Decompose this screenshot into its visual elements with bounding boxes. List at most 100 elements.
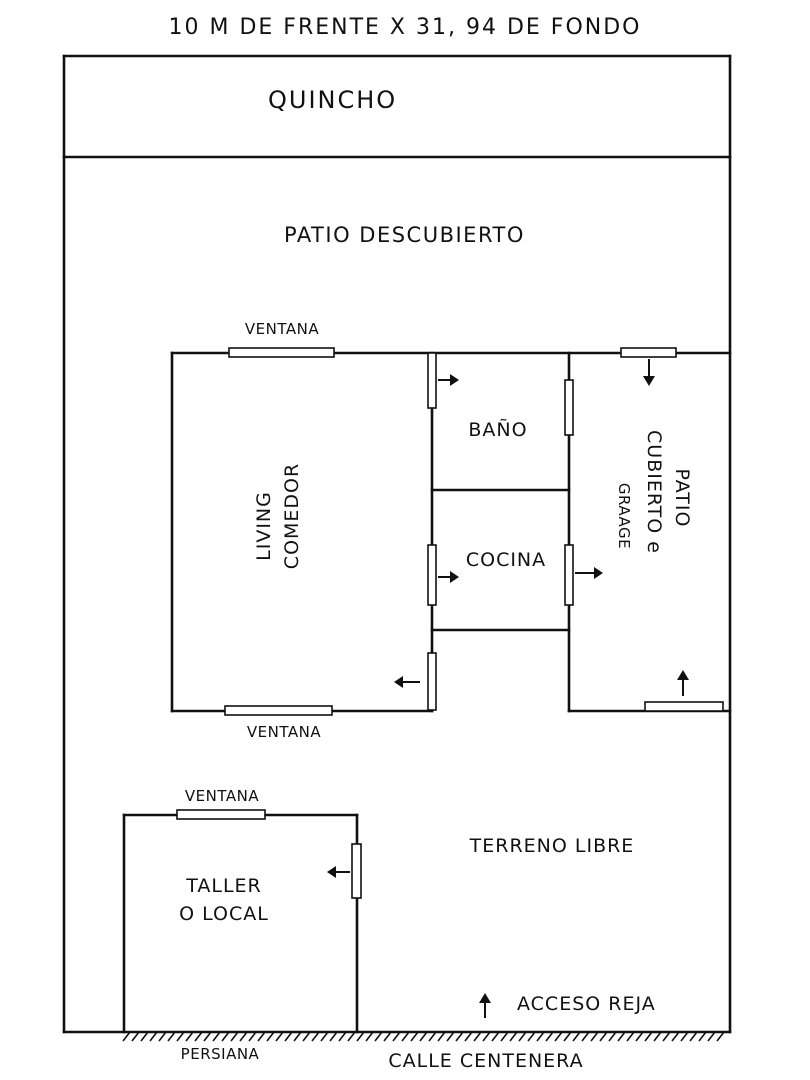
plan-title: 10 M DE FRENTE X 31, 94 DE FONDO	[169, 15, 642, 40]
hatch-mark	[383, 1031, 392, 1042]
hatch-mark	[131, 1031, 140, 1042]
hatch-mark	[590, 1031, 599, 1042]
hatch-mark	[473, 1031, 482, 1042]
ventana-living-top-label: VENTANA	[245, 320, 319, 338]
hatch-mark	[347, 1031, 356, 1042]
hatch-mark	[338, 1031, 347, 1042]
window-patio-bottom	[644, 701, 724, 712]
room-taller-line2: O LOCAL	[179, 903, 269, 925]
window-living-bottom	[224, 705, 333, 716]
hatch-mark	[311, 1031, 320, 1042]
ventana-living-bottom-label: VENTANA	[247, 723, 321, 741]
hatch-mark	[617, 1031, 626, 1042]
hatch-mark	[419, 1031, 428, 1042]
room-quincho-label: QUINCHO	[268, 86, 397, 114]
hatch-mark	[635, 1031, 644, 1042]
hatch-mark	[455, 1031, 464, 1042]
hatch-mark	[581, 1031, 590, 1042]
hatch-mark	[284, 1031, 293, 1042]
room-patio-cubierto-line2: CUBIERTO e	[643, 430, 665, 554]
room-patio-cubierto-line3: GRAAGE	[615, 483, 633, 549]
hatch-mark	[554, 1031, 563, 1042]
hatch-mark	[653, 1031, 662, 1042]
arrow-down-icon	[643, 359, 655, 386]
hatch-mark	[230, 1031, 239, 1042]
ventana-taller-label: VENTANA	[185, 787, 259, 805]
hatch-mark	[446, 1031, 455, 1042]
arrow-left-icon	[394, 676, 420, 688]
window-living-top	[228, 347, 335, 358]
hatch-mark	[293, 1031, 302, 1042]
hatch-mark	[500, 1031, 509, 1042]
hatch-mark	[212, 1031, 221, 1042]
door-cocina-left	[427, 544, 437, 606]
window-patio-top	[620, 347, 677, 358]
room-comedor-label: COMEDOR	[281, 463, 303, 569]
hatch-mark	[689, 1031, 698, 1042]
door-cocina-right	[564, 544, 574, 606]
room-taller-line1: TALLER	[185, 875, 262, 897]
hatch-mark	[671, 1031, 680, 1042]
hatch-mark	[707, 1031, 716, 1042]
hatch-mark	[716, 1031, 725, 1042]
lot-outline	[62, 54, 732, 1034]
street-name-label: CALLE CENTENERA	[388, 1050, 583, 1072]
hatch-mark	[563, 1031, 572, 1042]
hatch-mark	[140, 1031, 149, 1042]
hatch-mark	[437, 1031, 446, 1042]
hatch-mark	[185, 1031, 194, 1042]
hatch-mark	[401, 1031, 410, 1042]
hatch-mark	[572, 1031, 581, 1042]
arrow-right-icon	[438, 571, 459, 583]
hatch-mark	[248, 1031, 257, 1042]
hatch-mark	[545, 1031, 554, 1042]
room-patio-descubierto-label: PATIO DESCUBIERTO	[284, 223, 525, 247]
hatch-mark	[266, 1031, 275, 1042]
hatch-mark	[320, 1031, 329, 1042]
room-patio-cubierto-line1: PATIO	[671, 469, 693, 528]
hatch-mark	[392, 1031, 401, 1042]
hatch-mark	[203, 1031, 212, 1042]
hatch-mark	[302, 1031, 311, 1042]
hatch-mark	[527, 1031, 536, 1042]
room-terreno-libre-label: TERRENO LIBRE	[469, 835, 635, 857]
hatch-mark	[365, 1031, 374, 1042]
hatch-mark	[122, 1031, 131, 1042]
hatch-mark	[491, 1031, 500, 1042]
room-living-label: LIVING	[253, 491, 275, 561]
hatch-mark	[239, 1031, 248, 1042]
hatch-mark	[275, 1031, 284, 1042]
arrow-right-icon	[438, 374, 459, 386]
hatch-mark	[698, 1031, 707, 1042]
hatch-mark	[374, 1031, 383, 1042]
room-bano-label: BAÑO	[468, 418, 527, 441]
arrow-up-icon	[677, 670, 689, 696]
hatch-mark	[680, 1031, 689, 1042]
hatch-mark	[257, 1031, 266, 1042]
hatch-mark	[356, 1031, 365, 1042]
acceso-reja-label: ACCESO REJA	[517, 993, 656, 1015]
hatch-mark	[410, 1031, 419, 1042]
room-cocina-label: COCINA	[466, 549, 546, 571]
window-taller	[176, 809, 266, 820]
hatch-mark	[158, 1031, 167, 1042]
hatch-mark	[221, 1031, 230, 1042]
hatch-mark	[329, 1031, 338, 1042]
hatch-mark	[662, 1031, 671, 1042]
door-bano-cocina-side	[564, 379, 574, 436]
hatch-mark	[167, 1031, 176, 1042]
door-taller	[351, 843, 362, 899]
hatch-mark	[536, 1031, 545, 1042]
hatch-mark	[176, 1031, 185, 1042]
hatch-mark	[149, 1031, 158, 1042]
arrow-right-icon	[575, 567, 603, 579]
hatch-mark	[608, 1031, 617, 1042]
hatch-mark	[518, 1031, 527, 1042]
hatch-mark	[482, 1031, 491, 1042]
arrow-up-icon	[479, 993, 491, 1018]
hatch-mark	[509, 1031, 518, 1042]
hatch-mark	[644, 1031, 653, 1042]
hatch-mark	[599, 1031, 608, 1042]
hatch-mark	[194, 1031, 203, 1042]
